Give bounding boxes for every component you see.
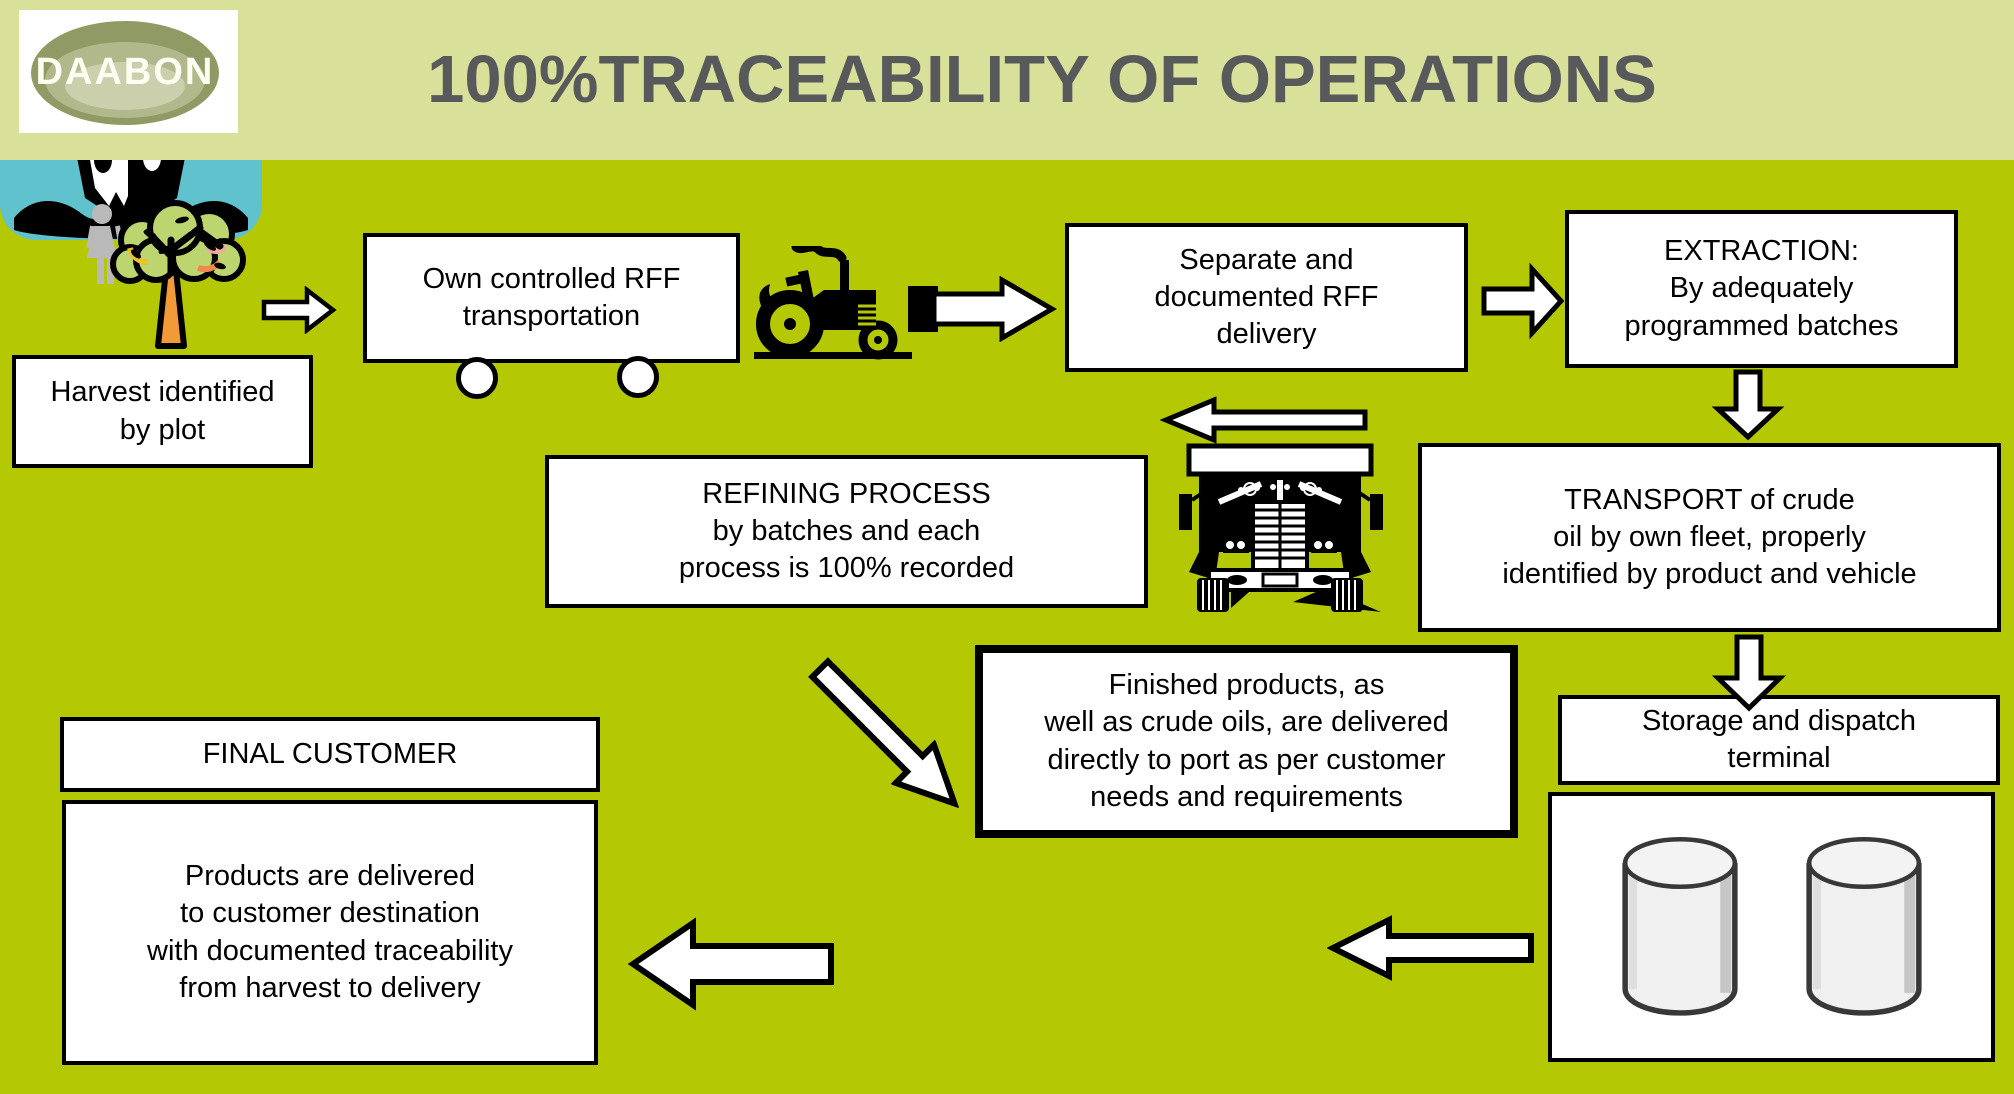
palm-tree xyxy=(110,200,246,349)
arrow-refining-to-port xyxy=(795,644,980,829)
separate-delivery-label: Separate and documented RFF delivery xyxy=(1154,243,1379,351)
final-customer-box: FINAL CUSTOMER xyxy=(60,717,600,792)
extraction-label: EXTRACTION: By adequately programmed bat… xyxy=(1624,235,1899,342)
own-transportation-box: Own controlled RFF transportation xyxy=(363,233,740,363)
daabon-logo: DAABON xyxy=(19,10,238,133)
arrow-extraction-to-transport xyxy=(1712,369,1784,441)
arrow-harvest-to-transportation xyxy=(261,286,337,334)
harvest-box: Harvest identified by plot xyxy=(12,355,313,468)
transport-crude-label: TRANSPORT of crude oil by own fleet, pro… xyxy=(1502,483,1917,591)
products-delivered-label: Products are delivered to customer desti… xyxy=(147,860,513,1004)
separate-delivery-box: Separate and documented RFF delivery xyxy=(1065,223,1468,372)
finished-products-box: Finished products, as well as crude oils… xyxy=(975,645,1518,838)
arrow-delivery-to-extraction xyxy=(1480,262,1566,340)
farmer-silhouette xyxy=(86,204,124,284)
tractor-icon xyxy=(752,246,914,360)
finished-products-label: Finished products, as well as crude oils… xyxy=(1044,669,1449,813)
own-transportation-label: Own controlled RFF transportation xyxy=(422,262,681,332)
storage-terminal-box: Storage and dispatch terminal xyxy=(1558,695,2000,785)
header-band: DAABON 100%TRACEABILITY OF OPERATIONS xyxy=(0,0,2014,160)
final-customer-label: FINAL CUSTOMER xyxy=(202,737,458,770)
storage-tank-icon xyxy=(1621,836,1738,1016)
arrow-truck-to-refining xyxy=(1160,396,1368,444)
transport-crude-box: TRANSPORT of crude oil by own fleet, pro… xyxy=(1418,443,2001,632)
extraction-box: EXTRACTION: By adequately programmed bat… xyxy=(1565,210,1958,368)
arrow-transport-to-storage xyxy=(1712,634,1786,712)
refining-process-label: REFINING PROCESS by batches and each pro… xyxy=(678,477,1015,585)
truck-front-icon xyxy=(1175,440,1387,616)
harvest-label: Harvest identified by plot xyxy=(50,376,275,446)
page-title: 100%TRACEABILITY OF OPERATIONS xyxy=(427,41,1657,117)
farmer-and-tree-icon xyxy=(78,198,260,350)
arrow-tanks-to-ship xyxy=(1327,914,1535,982)
refining-process-box: REFINING PROCESS by batches and each pro… xyxy=(545,455,1148,608)
arrow-tractor-to-delivery xyxy=(906,276,1058,342)
trailer-wheel-icon xyxy=(456,357,498,399)
storage-terminal-label: Storage and dispatch terminal xyxy=(1641,704,1917,774)
products-delivered-box: Products are delivered to customer desti… xyxy=(62,800,598,1065)
daabon-logo-icon: DAABON xyxy=(31,21,219,125)
logo-text: DAABON xyxy=(36,51,215,93)
trailer-wheel-icon xyxy=(617,356,659,398)
storage-tanks-box xyxy=(1548,792,1995,1062)
storage-tank-icon xyxy=(1805,836,1922,1016)
arrow-ship-to-customer xyxy=(625,914,835,1014)
